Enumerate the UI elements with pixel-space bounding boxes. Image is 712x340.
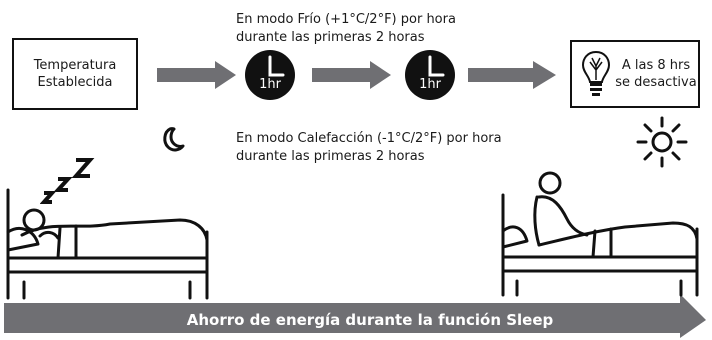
heat-mode-note: En modo Calefacción (-1°C/2°F) por hora …	[236, 130, 502, 166]
set-temperature-box: Temperatura Establecida	[12, 38, 138, 110]
cool-mode-line1: En modo Frío (+1°C/2°F) por hora	[236, 12, 456, 27]
arrow-1	[157, 61, 236, 89]
moon-icon	[163, 127, 185, 152]
clock-icon: 1hr	[245, 50, 295, 100]
banner-label: Ahorro de energía durante la función Sle…	[186, 311, 554, 329]
arrow-3	[468, 61, 556, 89]
awake-bed-icon	[501, 171, 699, 297]
light-bulb-icon	[581, 50, 611, 96]
set-temperature-line1: Temperatura	[33, 58, 117, 73]
arrow-2	[312, 61, 391, 89]
banner-arrow	[4, 294, 706, 338]
sleeping-bed-icon	[6, 188, 209, 300]
sun-icon	[636, 116, 688, 168]
clock-label: 1hr	[419, 77, 441, 92]
snore-icon	[40, 158, 95, 204]
clock-hands	[268, 55, 285, 77]
shutoff-box: A las 8 hrs se desactiva	[570, 40, 700, 108]
set-temperature-line2: Establecida	[37, 75, 113, 90]
cool-mode-note: En modo Frío (+1°C/2°F) por hora durante…	[236, 11, 456, 47]
clock-label: 1hr	[259, 77, 281, 92]
clock-icon: 1hr	[405, 50, 455, 100]
heat-mode-line2: durante las primeras 2 horas	[236, 149, 425, 164]
clock-hands	[428, 55, 445, 77]
cool-mode-line2: durante las primeras 2 horas	[236, 30, 425, 45]
shutoff-line1: A las 8 hrs	[621, 58, 691, 73]
shutoff-line2: se desactiva	[615, 75, 697, 90]
heat-mode-line1: En modo Calefacción (-1°C/2°F) por hora	[236, 131, 502, 146]
